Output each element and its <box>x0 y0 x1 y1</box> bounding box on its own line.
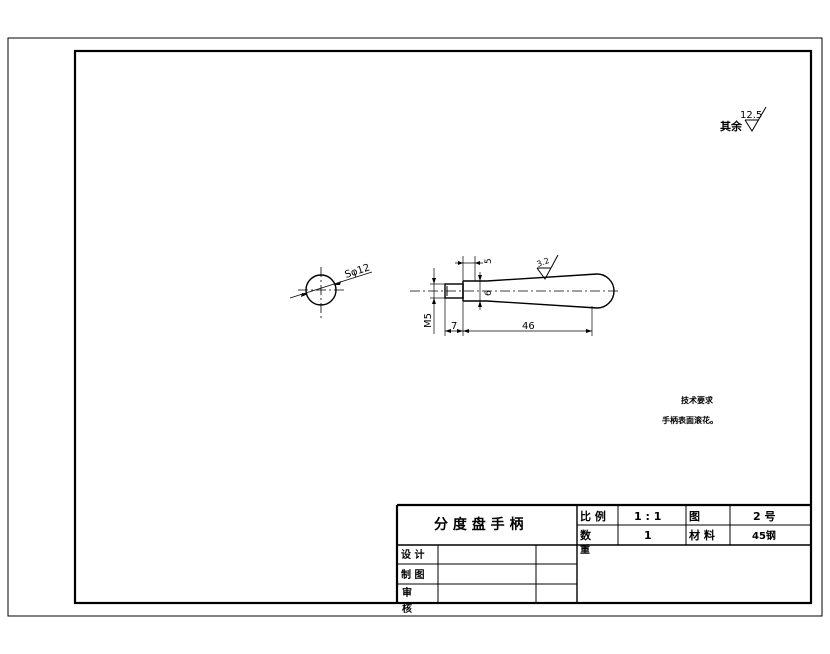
roughness-remaining: 其余 12.5 <box>720 106 767 133</box>
review-label: 审 <box>402 586 412 599</box>
roughness-symbol-icon <box>744 106 767 132</box>
roughness-remaining-label: 其余 <box>720 119 743 133</box>
handle-taper-top <box>486 273 598 282</box>
weight-label: 重 <box>580 543 590 556</box>
dim-sphere: Sφ12 <box>344 262 372 280</box>
qty-value: 1 <box>644 529 652 542</box>
drawing-number: 2 号 <box>753 510 775 523</box>
dim-len-7: 7 <box>451 321 457 332</box>
draw-label: 制 图 <box>401 568 424 581</box>
inner-frame <box>73 49 813 605</box>
dim-r-top: 5 <box>484 258 494 264</box>
dim-dia-6: 6 <box>484 290 494 296</box>
title-block: 分 度 盘 手 柄 比 例 1 : 1 图 2 号 数 1 材 料 45钢 重 … <box>395 503 811 615</box>
notes-line1: 手柄表面滚花。 <box>662 415 718 425</box>
handle-taper-bottom <box>486 300 598 309</box>
material-label: 材 料 <box>689 528 715 542</box>
scale-label: 比 例 <box>580 509 606 523</box>
front-view: M5 7 46 5 6 3.2 <box>410 254 618 336</box>
dim-thread: M5 <box>423 313 434 328</box>
drawing-label: 图 <box>689 510 700 523</box>
scale-value: 1 : 1 <box>634 510 661 523</box>
roughness-local-icon <box>536 254 559 280</box>
qty-label: 数 <box>580 528 592 542</box>
design-label: 设 计 <box>401 548 424 561</box>
notes-heading: 技术要求 <box>681 395 714 405</box>
review-label-2: 核 <box>402 602 412 615</box>
handle-ball-end <box>596 273 615 309</box>
part-name: 分 度 盘 手 柄 <box>434 516 524 533</box>
roughness-local-value: 3.2 <box>536 256 551 269</box>
end-view: Sφ12 <box>289 262 373 318</box>
dim-len-46: 46 <box>522 321 535 332</box>
material-value: 45钢 <box>752 529 776 542</box>
roughness-remaining-value: 12.5 <box>740 110 762 121</box>
